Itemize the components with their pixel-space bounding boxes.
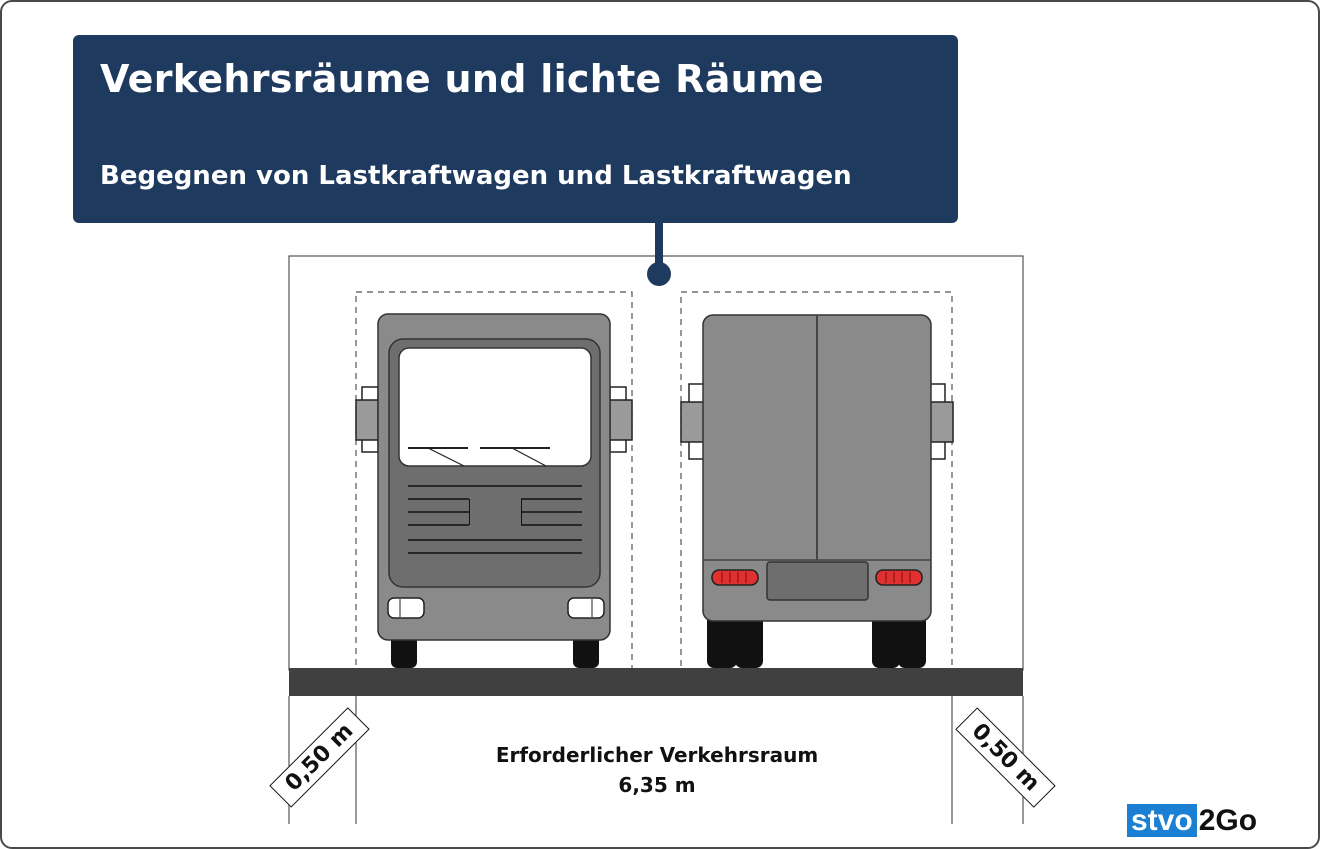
required-space-value: 6,35 m — [618, 773, 696, 797]
required-space-label: Erforderlicher Verkehrsraum 6,35 m — [432, 740, 882, 800]
required-space-text: Erforderlicher Verkehrsraum — [495, 743, 819, 767]
truck-front-view — [355, 313, 633, 668]
title-box: Verkehrsräume und lichte Räume Begegnen … — [73, 35, 958, 223]
brand-logo-part2: 2Go — [1198, 804, 1258, 837]
page-subtitle: Begegnen von Lastkraftwagen und Lastkraf… — [100, 161, 852, 191]
brand-logo-part1: stvo — [1127, 804, 1197, 837]
callout-stem — [655, 223, 663, 263]
page-title: Verkehrsräume und lichte Räume — [100, 57, 824, 101]
truck-rear-view — [680, 314, 954, 668]
callout-dot — [647, 262, 671, 286]
road-surface — [289, 668, 1023, 696]
